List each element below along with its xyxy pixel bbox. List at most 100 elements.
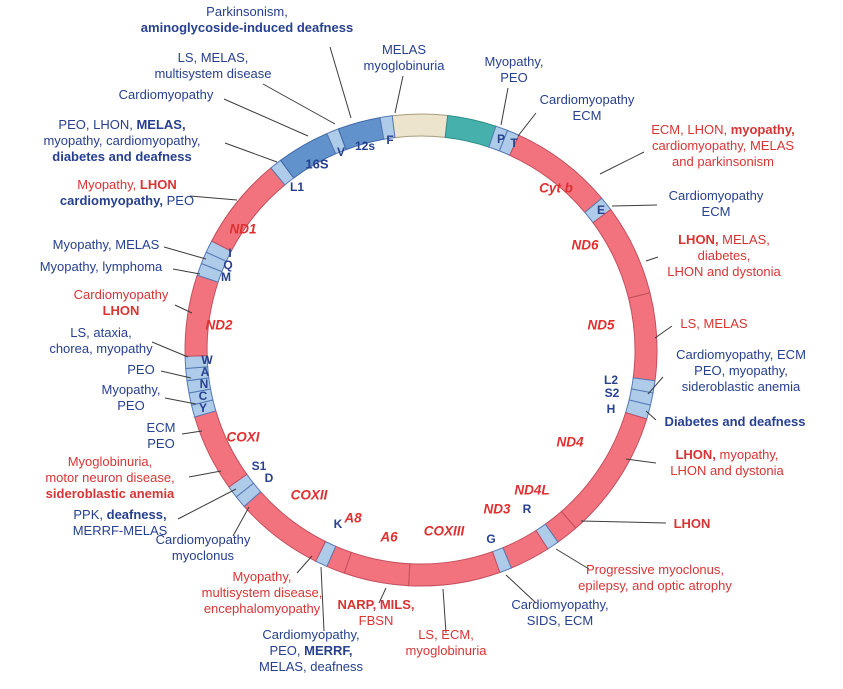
site-label-q: Q xyxy=(223,258,233,272)
annotation-text: PEO xyxy=(162,193,195,208)
leader-line-peo-left xyxy=(160,370,192,379)
annotation-line: Diabetes and deafness xyxy=(665,414,806,430)
annotation-text: myopathy, xyxy=(715,447,779,462)
gene-label-cyt-b: Cyt b xyxy=(539,180,573,196)
annotation-line: MELAS xyxy=(364,42,445,58)
annotation-ls-ecm-myoglobinuria: LS, ECM,myoglobinuria xyxy=(406,627,487,659)
annotation-text: Cardiomyopathy xyxy=(539,92,635,107)
annotation-text: MERRF, xyxy=(304,643,353,658)
leader-line-myopathy-melas-left xyxy=(163,246,207,260)
annotation-line: myoglobinuria xyxy=(364,58,445,74)
leader-line-cardiomyopathy-ecm-right xyxy=(611,204,658,207)
site-label-s2: S2 xyxy=(604,386,620,400)
annotation-line: Myopathy, xyxy=(484,54,543,70)
annotation-text: motor neuron disease, xyxy=(45,470,175,485)
leader-line-cardiomyopathy-topleft xyxy=(223,98,309,137)
annotation-text: sideroblastic anemia xyxy=(45,486,175,501)
annotation-line: Myopathy, xyxy=(202,569,323,585)
site-label-g: G xyxy=(486,532,496,546)
annotation-text: Cardiomyopathy, xyxy=(262,627,360,642)
annotation-text: diabetes, xyxy=(697,248,751,263)
site-label-i: I xyxy=(228,246,232,260)
annotation-text: myoglobinuria xyxy=(363,58,445,73)
site-label-12s: 12s xyxy=(354,139,376,153)
annotation-lhon-right: LHON xyxy=(674,516,711,532)
annotation-ls-melas-right: LS, MELAS xyxy=(680,316,747,332)
site-label-y: Y xyxy=(198,401,208,415)
annotation-text: myoglobinuria xyxy=(405,643,487,658)
site-label-l1: L1 xyxy=(289,180,305,194)
annotation-narp-mils-fbsn: NARP, MILS,FBSN xyxy=(337,597,414,629)
gene-label-nd4l: ND4L xyxy=(514,482,550,498)
annotation-line: PEO, myopathy, xyxy=(676,363,806,379)
annotation-text: Cardiomyopathy, xyxy=(511,597,609,612)
leader-line-diabetes-and-deafness xyxy=(645,410,657,421)
site-label-f: F xyxy=(386,133,394,147)
site-label-d: D xyxy=(264,471,274,485)
annotation-text: Myopathy, lymphoma xyxy=(39,259,163,274)
annotation-text: multisystem disease, xyxy=(201,585,323,600)
annotation-text: PEO xyxy=(117,398,145,413)
leader-line-myopathy-multisystem-encephalomyopathy xyxy=(296,555,313,574)
site-label-p: P xyxy=(496,132,506,146)
annotation-ls-melas-multisystem: LS, MELAS,multisystem disease xyxy=(154,50,271,82)
annotation-text: Cardiomyopathy xyxy=(668,188,764,203)
annotation-text: PEO, xyxy=(269,643,305,658)
leader-line-cardiomyopathy-peo-merrf xyxy=(320,566,325,632)
annotation-line: ECM xyxy=(540,108,635,124)
annotation-text: Myopathy, xyxy=(484,54,544,69)
annotation-cardiomyopathy-peo-merrf: Cardiomyopathy,PEO, MERRF,MELAS, deafnes… xyxy=(259,627,363,675)
site-label-l2: L2 xyxy=(603,373,619,387)
annotation-line: Cardiomyopathy xyxy=(119,87,214,103)
annotation-line: Cardiomyopathy xyxy=(74,287,169,303)
annotation-line: LHON, myopathy, xyxy=(670,447,783,463)
leader-line-myopathy-lhon-cardiomyopathy-peo xyxy=(189,195,238,201)
annotation-line: myoclonus xyxy=(156,548,251,564)
annotation-text: multisystem disease xyxy=(154,66,272,81)
annotation-lhon-myopathy-dystonia: LHON, myopathy,LHON and dystonia xyxy=(670,447,783,479)
annotation-line: LHON, MELAS, xyxy=(667,232,780,248)
annotation-text: LHON and dystonia xyxy=(670,463,784,478)
annotation-text: LHON xyxy=(673,516,711,531)
leader-line-peo-lhon-melas-diabetes xyxy=(224,142,278,163)
annotation-line: LS, ECM, xyxy=(406,627,487,643)
annotation-line: aminoglycoside-induced deafness xyxy=(141,20,353,36)
annotation-line: PEO xyxy=(147,436,176,452)
annotation-line: LHON and dystonia xyxy=(670,463,783,479)
annotation-text: Myopathy, xyxy=(101,382,161,397)
annotation-line: and parkinsonism xyxy=(651,154,795,170)
annotation-text: encephalomyopathy xyxy=(203,601,321,616)
annotation-line: multisystem disease xyxy=(154,66,271,82)
leader-line-myoglobinuria-motor-neuron xyxy=(188,470,222,478)
annotation-line: PEO, LHON, MELAS, xyxy=(43,117,200,133)
annotation-text: Myoglobinuria, xyxy=(67,454,153,469)
annotation-line: Myopathy, xyxy=(101,382,160,398)
site-label-a: A xyxy=(200,365,210,379)
annotation-text: PEO xyxy=(500,70,528,85)
annotation-line: ECM xyxy=(669,204,764,220)
site-label-n: N xyxy=(199,377,209,391)
site-label-e: E xyxy=(596,203,606,217)
annotation-text: LHON and dystonia xyxy=(667,264,781,279)
leader-line-cardiomyopathy-lhon-left xyxy=(174,304,193,314)
annotation-text: and parkinsonism xyxy=(672,154,774,169)
annotation-line: Cardiomyopathy, xyxy=(511,597,608,613)
annotation-line: Cardiomyopathy xyxy=(669,188,764,204)
annotation-text: ECM, LHON, xyxy=(651,122,731,137)
annotation-text: FBSN xyxy=(358,613,394,628)
annotation-text: LS, MELAS xyxy=(680,316,748,331)
annotation-text: LHON, xyxy=(678,232,719,247)
annotation-text: SIDS, ECM xyxy=(526,613,594,628)
leader-line-ls-ataxia-chorea xyxy=(151,341,189,358)
gene-label-a6: A6 xyxy=(380,529,398,545)
annotation-progressive-myoclonus: Progressive myoclonus,epilepsy, and opti… xyxy=(578,562,732,594)
leader-line-progressive-myoclonus xyxy=(555,548,590,570)
leader-line-myopathy-lymphoma xyxy=(172,268,201,275)
annotation-text: aminoglycoside-induced deafness xyxy=(140,20,354,35)
gene-label-a8: A8 xyxy=(344,510,362,526)
